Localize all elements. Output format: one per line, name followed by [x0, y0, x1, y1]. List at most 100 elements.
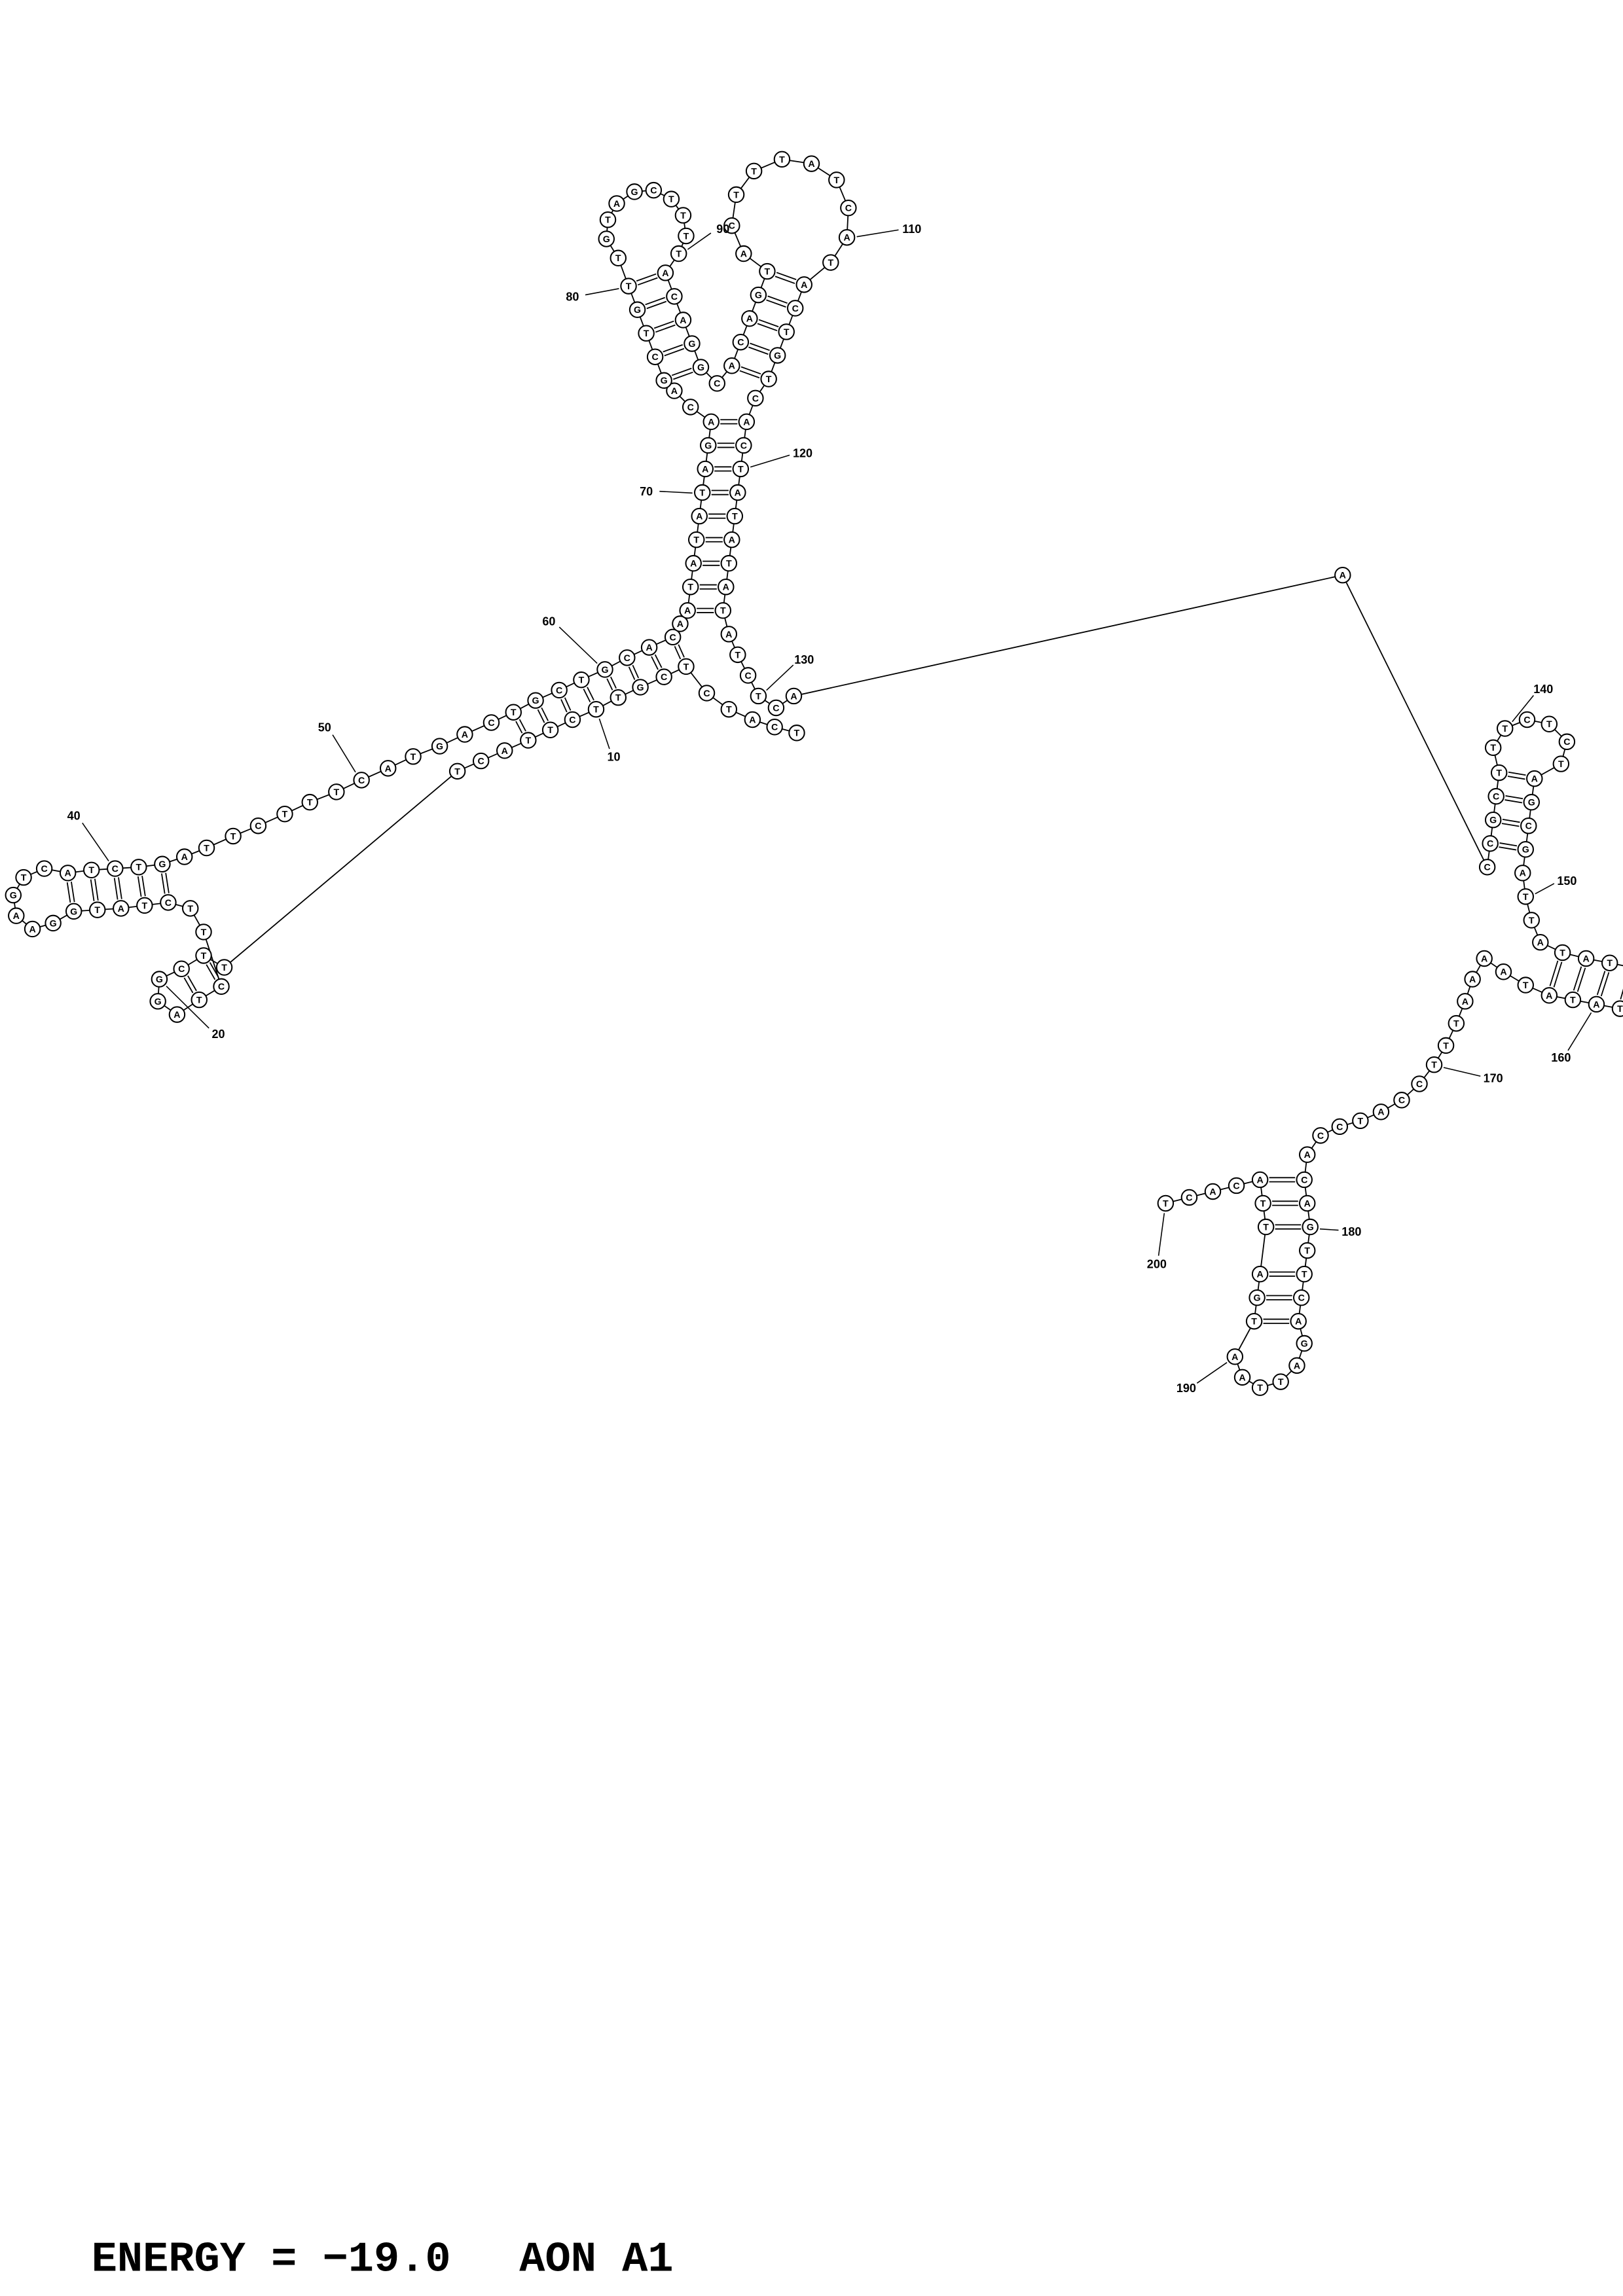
base-pair-bond [161, 873, 166, 894]
nucleotide-node [666, 288, 683, 305]
nucleotide-node [1249, 1289, 1266, 1306]
nucleotide-base-label: C [651, 352, 658, 363]
nucleotide-node [1484, 739, 1502, 757]
nucleotide-node [674, 312, 692, 329]
nucleotide-base-label: C [358, 776, 365, 786]
nucleotide-node [35, 860, 53, 877]
backbone-layer [12, 158, 1623, 1388]
nucleotide-node [785, 687, 803, 705]
nucleotide-node [505, 704, 522, 721]
nucleotide-base-label: T [756, 691, 761, 702]
nucleotide-base-label: G [155, 997, 162, 1007]
nucleotide-base-label: T [579, 675, 585, 686]
base-pair-bond [748, 346, 769, 355]
nucleotide-base-label: A [462, 730, 468, 740]
nucleotide-node [1478, 859, 1496, 876]
nucleotide-base-label: A [501, 746, 508, 757]
label-leader-layer [82, 229, 1592, 1384]
nucleotide-base-label: T [201, 951, 207, 961]
nucleotide-node [89, 901, 106, 918]
nucleotide-base-label: G [661, 376, 668, 386]
nucleotide-base-label: C [1525, 821, 1532, 832]
nucleotide-base-label: T [230, 831, 236, 842]
nucleotide-node [45, 914, 62, 932]
base-pair-bond [537, 709, 545, 723]
base-pair-bond [1502, 818, 1520, 823]
position-label-leader [1535, 883, 1555, 895]
nucleotide-base-label: A [1546, 991, 1552, 1001]
nucleotide-base-label: A [743, 417, 750, 427]
nucleotide-base-label: T [735, 650, 740, 660]
nucleotide-node [708, 375, 726, 392]
base-pair-bond [636, 273, 657, 282]
nucleotide-node [1251, 1379, 1269, 1396]
nucleotide-node [59, 865, 77, 882]
nucleotide-node [760, 370, 777, 387]
nucleotide-node [1517, 977, 1534, 994]
nucleotide-node [738, 413, 756, 431]
nucleotide-base-label: T [1163, 1198, 1169, 1209]
nucleotide-node [640, 639, 658, 656]
base-pair-bond [766, 299, 786, 308]
nucleotide-node [1552, 755, 1570, 772]
nucleotide-node [620, 278, 637, 295]
nucleotide-base-label: A [1537, 938, 1544, 948]
nucleotide-node [564, 711, 581, 728]
nucleotide-node [1484, 811, 1502, 829]
nucleotide-node [693, 484, 711, 501]
nucleotide-base-label: T [615, 253, 621, 264]
nucleotide-base-label: A [613, 199, 620, 209]
position-label: 50 [318, 721, 331, 734]
nucleotide-base-label: G [637, 683, 644, 693]
nucleotide-base-label: T [196, 996, 202, 1006]
nucleotide-base-label: A [1304, 1198, 1311, 1209]
position-label-leader [1158, 1213, 1165, 1256]
nucleotide-node [786, 300, 804, 317]
nucleotide-node [496, 742, 513, 759]
base-pair-bond [1600, 972, 1610, 997]
nucleotide-base-label: T [333, 787, 339, 798]
nucleotide-base-label: T [94, 905, 100, 916]
nucleotide-base-label: A [13, 911, 20, 922]
base-pair-bond [1577, 967, 1586, 992]
position-label: 90 [716, 223, 729, 236]
nucleotide-node [1226, 1348, 1244, 1365]
base-pair-bond [137, 876, 142, 897]
position-label: 160 [1551, 1051, 1571, 1064]
position-label-leader [1196, 1362, 1228, 1384]
position-label-leader [332, 734, 356, 773]
position-label: 140 [1533, 683, 1553, 696]
nucleotide-base-label: T [525, 736, 531, 746]
nucleotide-node [599, 211, 617, 228]
base-pair-bond [678, 644, 685, 658]
nucleotide-node [1588, 996, 1605, 1013]
nucleotide-base-label: A [702, 464, 708, 475]
base-pair-bond [183, 977, 194, 994]
nucleotide-node [1393, 1092, 1410, 1109]
nucleotide-base-label: A [1340, 571, 1346, 581]
nucleotide-node [1518, 711, 1536, 728]
nucleotide-node [664, 628, 682, 646]
nucleotide-base-label: T [1523, 980, 1529, 991]
position-label-leader [1443, 1067, 1481, 1077]
nucleotide-node [822, 254, 839, 271]
position-label: 190 [1176, 1382, 1196, 1395]
nucleotide-base-label: A [735, 488, 741, 498]
nucleotide-base-label: A [1304, 1150, 1311, 1160]
nucleotide-base-label: G [1522, 845, 1529, 855]
base-pair-bond [750, 342, 770, 351]
nucleotide-node [82, 861, 100, 879]
nucleotide-base-label: C [1298, 1293, 1305, 1304]
position-label-leader [687, 232, 712, 250]
nucleotide-node [195, 924, 212, 941]
nucleotide-base-label: A [680, 315, 686, 326]
base-pair-bond [1505, 795, 1523, 800]
nucleotide-node [732, 333, 750, 351]
nucleotide-node [1448, 1014, 1465, 1032]
nucleotide-node [726, 507, 744, 525]
nucleotide-base-label: T [668, 194, 674, 205]
nucleotide-node [1334, 566, 1351, 584]
nucleotide-base-label: C [1398, 1096, 1405, 1106]
nucleotide-base-label: G [158, 859, 166, 870]
nucleotide-node [729, 646, 746, 664]
